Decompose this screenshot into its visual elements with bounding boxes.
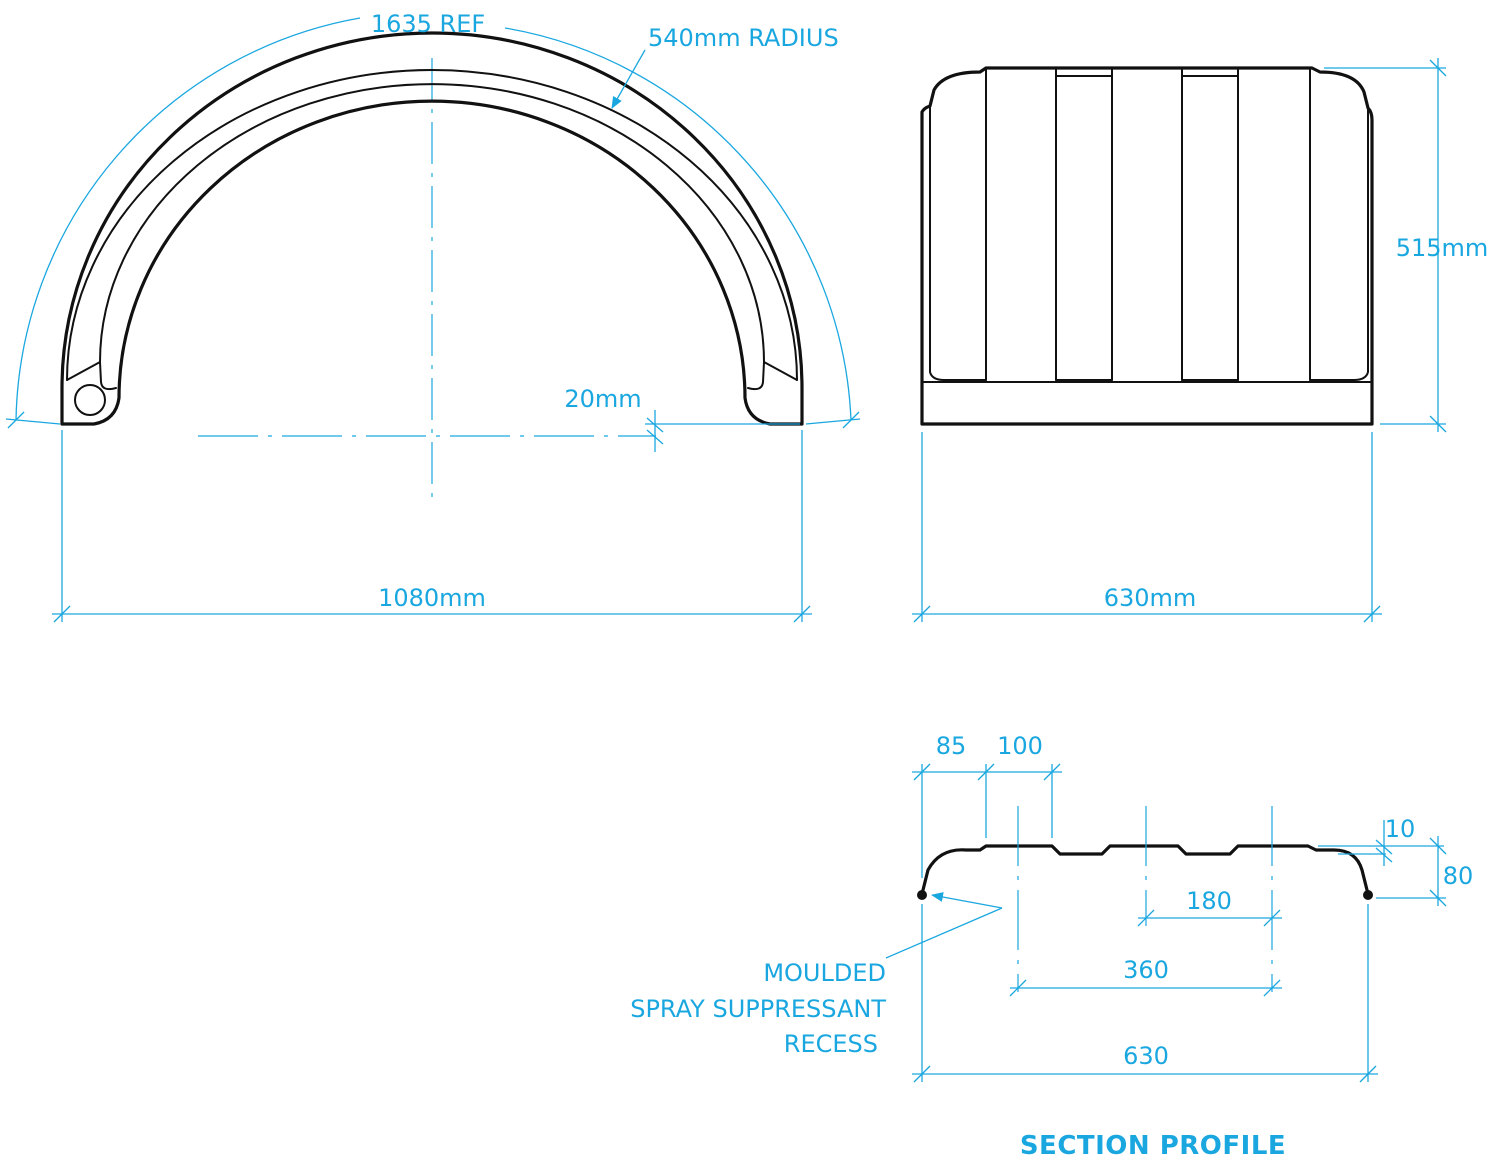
side-view: 1635 REF 540mm RADIUS 20mm 1080mm bbox=[5, 10, 861, 623]
left-inner-edge bbox=[929, 119, 945, 381]
tick bbox=[53, 605, 71, 623]
recess-label-line2: SPRAY SUPPRESSANT bbox=[630, 995, 886, 1023]
left-rib-end bbox=[66, 361, 117, 391]
recess-left bbox=[917, 890, 927, 900]
tick bbox=[1429, 889, 1447, 907]
tick bbox=[1429, 59, 1447, 77]
arc-length-extension-left bbox=[5, 418, 61, 425]
rib-1 bbox=[985, 67, 1057, 381]
tick bbox=[1263, 909, 1281, 927]
dim-360-label: 360 bbox=[1123, 956, 1169, 984]
dim-85-label: 85 bbox=[936, 732, 967, 760]
tick bbox=[646, 429, 664, 445]
dim-180-label: 180 bbox=[1186, 887, 1232, 915]
section-profile: 85 100 10 80 180 360 630 MOULDED bbox=[630, 732, 1473, 1161]
recess-right bbox=[1363, 890, 1373, 900]
section-outline bbox=[920, 844, 1370, 896]
tick bbox=[1359, 1065, 1377, 1083]
rib-2 bbox=[1111, 67, 1183, 381]
tick bbox=[1137, 909, 1155, 927]
tick bbox=[1429, 837, 1447, 855]
tick bbox=[7, 411, 25, 429]
tick bbox=[1263, 979, 1281, 997]
right-inner-edge bbox=[1353, 119, 1369, 381]
dim-630-label: 630 bbox=[1123, 1042, 1169, 1070]
height-label: 515mm bbox=[1396, 234, 1489, 262]
dim-100-label: 100 bbox=[997, 732, 1043, 760]
tick bbox=[1009, 979, 1027, 997]
front-view: 515mm 630mm bbox=[912, 58, 1489, 623]
recess-leader bbox=[885, 907, 1003, 959]
recess-label-line3: RECESS bbox=[784, 1030, 878, 1058]
mudguard-outline bbox=[60, 31, 804, 426]
dim-80-label: 80 bbox=[1443, 862, 1474, 890]
section-title: SECTION PROFILE bbox=[1020, 1131, 1286, 1161]
front-outline bbox=[920, 66, 1374, 426]
arc-length-label: 1635 REF bbox=[371, 10, 485, 38]
recess-label-line1: MOULDED bbox=[763, 959, 886, 987]
arc-length-dimension-left bbox=[15, 17, 361, 421]
tick bbox=[842, 411, 860, 429]
front-width-label: 630mm bbox=[1104, 584, 1197, 612]
mounting-hole bbox=[74, 384, 106, 416]
tick bbox=[913, 763, 931, 781]
outer-rib-line bbox=[66, 69, 798, 381]
tick bbox=[1375, 839, 1393, 855]
tick bbox=[1043, 763, 1061, 781]
width-label: 1080mm bbox=[378, 584, 486, 612]
tick bbox=[793, 605, 811, 623]
tick bbox=[1429, 415, 1447, 433]
rib-3 bbox=[1237, 67, 1311, 381]
inner-rib-line bbox=[99, 83, 765, 363]
flange-label: 20mm bbox=[564, 385, 641, 413]
tick bbox=[913, 1065, 931, 1083]
tick bbox=[1363, 605, 1381, 623]
right-rib-end bbox=[747, 361, 798, 391]
tick bbox=[977, 763, 995, 781]
radius-label: 540mm RADIUS bbox=[648, 24, 839, 52]
tick bbox=[913, 605, 931, 623]
recess-arrow bbox=[931, 892, 1003, 909]
tick bbox=[1375, 847, 1393, 863]
radius-leader bbox=[611, 49, 646, 109]
arc-length-dimension-right bbox=[504, 27, 852, 421]
dim-10-label: 10 bbox=[1385, 815, 1416, 843]
tick bbox=[646, 417, 664, 433]
